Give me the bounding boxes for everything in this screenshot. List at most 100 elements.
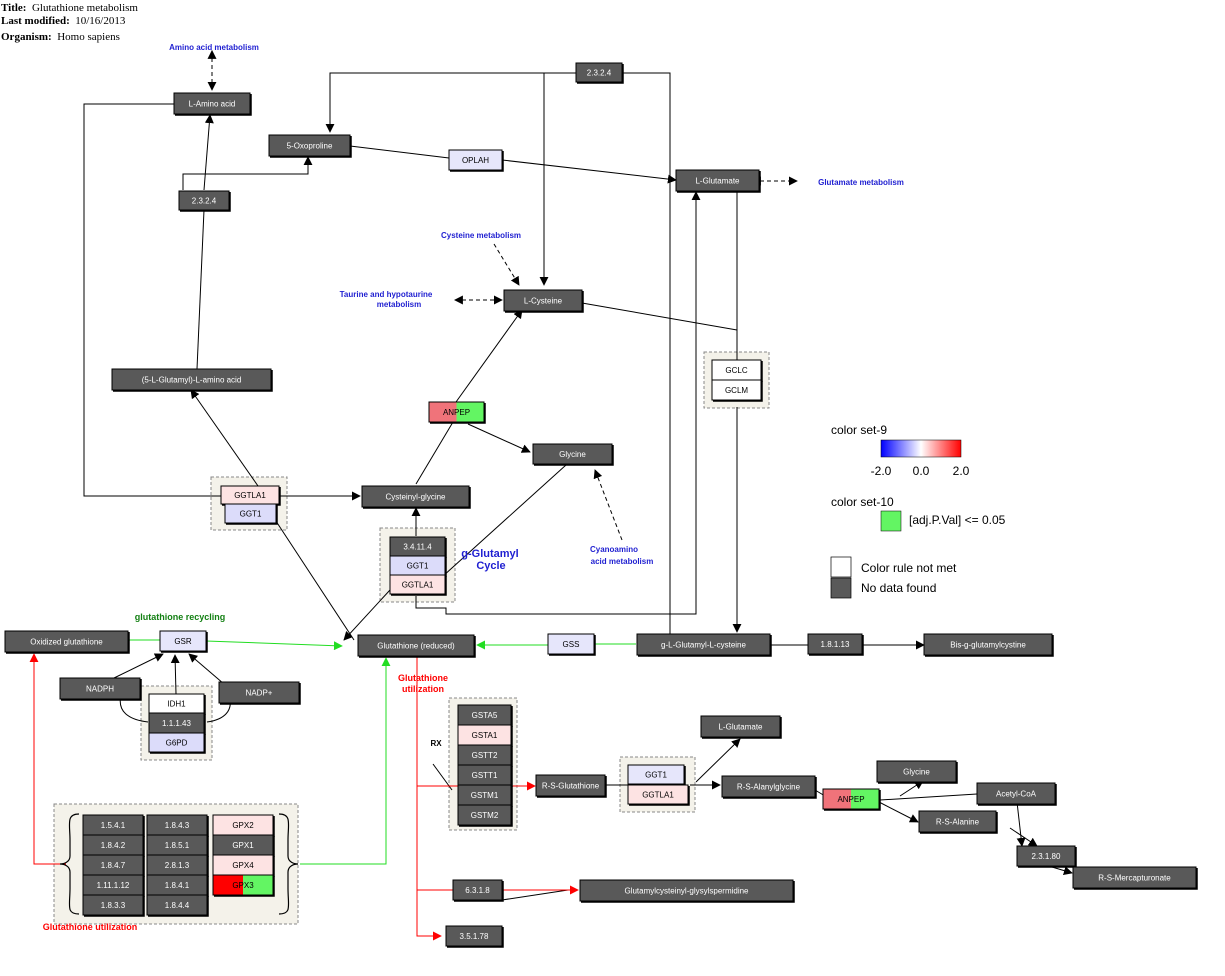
black-edges (83, 72, 1073, 901)
metabolite-l-glutamate-top[interactable]: L-Glutamate (675, 169, 761, 193)
metabolite-glutathione-reduced-label: Glutathione (reduced) (377, 642, 455, 651)
gene-gsr-box (159, 630, 207, 652)
gene-util-col2-3[interactable]: 1.8.4.1 (146, 874, 209, 897)
title-value: Glutathione metabolism (31, 2, 138, 14)
gene-util-col3-3[interactable]: GPX3 (212, 874, 275, 897)
metabolite-nadp[interactable]: NADP+ (218, 681, 301, 705)
metabolite-g-glutamyl-cysteine[interactable]: g-L-Glutamyl-L-cysteine (636, 633, 772, 657)
gene-ggt1-low[interactable]: GGT1 (627, 764, 686, 786)
gene-ec-2-3-2-4-top[interactable]: 2.3.2.4 (575, 62, 624, 84)
amino-acid-metabolism-link[interactable]: Amino acid metabolism (169, 43, 259, 52)
organism-label: Organism: (1, 31, 52, 43)
legend-set10-rule: [adj.P.Val] <= 0.05 (909, 513, 1006, 527)
metabolite-glycine-low-label: Glycine (903, 768, 930, 777)
gene-oplah[interactable]: OPLAH (448, 149, 504, 172)
gene-util-col1-0[interactable]: 1.5.4.1 (82, 814, 145, 837)
gene-util-col3-2[interactable]: GPX4 (212, 854, 275, 877)
gene-ggt1-mid[interactable]: GGT1 (389, 555, 447, 577)
cyanoamino-link-line1[interactable]: Cyanoamino (590, 545, 638, 554)
gene-util-col1-4[interactable]: 1.8.3.3 (82, 894, 145, 917)
metabolite-g-glutamyl-cysteine-label: g-L-Glutamyl-L-cysteine (661, 641, 746, 650)
gene-gstt1[interactable]: GSTT1 (457, 764, 513, 787)
gene-ggtla1-low[interactable]: GGTLA1 (627, 784, 690, 806)
metabolite-5-oxoproline[interactable]: 5-Oxoproline (268, 134, 352, 158)
taurine-link-line2[interactable]: metabolism (377, 300, 421, 309)
gene-util-col1-2-label: 1.8.4.7 (101, 861, 126, 870)
metabolite-5-oxoproline-shadow (270, 136, 352, 158)
gene-util-col1-3[interactable]: 1.11.1.12 (82, 874, 145, 897)
metabolite-l-glutamate-low[interactable]: L-Glutamate (700, 715, 782, 739)
metabolite-cysteinyl-glycine[interactable]: Cysteinyl-glycine (361, 485, 471, 509)
gene-ec-2-3-2-4-left[interactable]: 2.3.2.4 (178, 190, 231, 212)
metabolite-r-s-alanine-box (918, 810, 997, 833)
metabolite-r-s-mercapturonate[interactable]: R-S-Mercapturonate (1072, 866, 1198, 890)
taurine-link-line1[interactable]: Taurine and hypotaurine (340, 290, 433, 299)
gene-util-col3-1[interactable]: GPX1 (212, 834, 275, 857)
metabolite-glycine-mid[interactable]: Glycine (532, 443, 614, 466)
gene-util-col2-3-label: 1.8.4.1 (165, 881, 190, 890)
gene-g6pd-shadow (150, 734, 206, 754)
gene-ec-3-4-11-4[interactable]: 3.4.11.4 (389, 536, 447, 558)
metabolite-glycine-low[interactable]: Glycine (876, 760, 958, 784)
gene-ggt1-left[interactable]: GGT1 (224, 503, 278, 525)
metabolite-glutathione-reduced[interactable]: Glutathione (reduced) (357, 634, 476, 658)
metabolite-r-s-alanylglycine[interactable]: R-S-Alanylglycine (721, 775, 817, 799)
gene-idh1[interactable]: IDH1 (148, 693, 206, 715)
gene-util-col2-2[interactable]: 2.8.1.3 (146, 854, 209, 877)
gene-anpep-low[interactable]: ANPEP (822, 788, 881, 811)
gene-gclm[interactable]: GCLM (711, 379, 763, 402)
gene-ec-6-3-1-8-shadow (454, 881, 504, 902)
metabolite-l-amino-acid[interactable]: L-Amino acid (173, 92, 252, 116)
gene-gstt2[interactable]: GSTT2 (457, 744, 513, 767)
cysteine-metabolism-link[interactable]: Cysteine metabolism (441, 231, 521, 240)
gene-util-col3-2-label: GPX4 (232, 861, 254, 870)
glutamate-metabolism-link[interactable]: Glutamate metabolism (818, 178, 904, 187)
gene-util-col1-0-label: 1.5.4.1 (101, 821, 126, 830)
gene-ec-2-3-1-80-box (1016, 845, 1076, 867)
metabolite-bis-g-glutamylcystine[interactable]: Bis-g-glutamylcystine (923, 633, 1054, 657)
gene-ggtla1-left[interactable]: GGTLA1 (220, 485, 281, 506)
gene-ec-1-8-1-13[interactable]: 1.8.1.13 (807, 633, 864, 656)
metabolite-glutamyl-amino-acid-shadow (113, 370, 273, 392)
metabolite-glutamyl-amino-acid[interactable]: (5-L-Glutamyl)-L-amino acid (111, 368, 273, 392)
metabolite-l-cysteine[interactable]: L-Cysteine (503, 289, 584, 313)
gene-util-col1-2[interactable]: 1.8.4.7 (82, 854, 145, 877)
gene-util-col3-0[interactable]: GPX2 (212, 814, 275, 837)
red-edges (29, 650, 579, 941)
gene-g6pd[interactable]: G6PD (148, 732, 206, 754)
metabolite-glutamylcysteinyl-spermidine[interactable]: Glutamylcysteinyl-glysylspermidine (579, 879, 795, 903)
gene-ggt1-left-label: GGT1 (240, 510, 262, 519)
gene-gclc[interactable]: GCLC (711, 359, 763, 382)
gene-ec-6-3-1-8[interactable]: 6.3.1.8 (452, 879, 504, 902)
metabolite-nadph[interactable]: NADPH (59, 677, 142, 701)
gene-gss[interactable]: GSS (547, 633, 596, 656)
legend-tick-max: 2.0 (953, 464, 970, 478)
metabolite-r-s-alanine[interactable]: R-S-Alanine (918, 810, 998, 834)
gene-ec-3-5-1-78[interactable]: 3.5.1.78 (445, 925, 504, 948)
cyanoamino-link-line2[interactable]: acid metabolism (591, 557, 654, 566)
gene-gsta1[interactable]: GSTA1 (457, 724, 513, 747)
gene-util-col2-4-shadow (148, 896, 209, 917)
metabolite-glycine-mid-box (532, 443, 613, 465)
gene-ggtla1-mid[interactable]: GGTLA1 (389, 574, 447, 596)
gene-util-col1-1[interactable]: 1.8.4.2 (82, 834, 145, 857)
gene-anpep-mid[interactable]: ANPEP (428, 401, 486, 424)
gene-gsta5[interactable]: GSTA5 (457, 704, 513, 727)
gene-gsr[interactable]: GSR (159, 630, 208, 653)
gene-ec-3-5-1-78-box (445, 925, 503, 947)
metabolite-oxidized-glutathione[interactable]: Oxidized glutathione (4, 630, 130, 654)
header-modified: Last modified: 10/16/2013 (1, 15, 125, 27)
gene-util-col2-0[interactable]: 1.8.4.3 (146, 814, 209, 837)
gene-ec-2-3-1-80[interactable]: 2.3.1.80 (1016, 845, 1077, 868)
gene-util-col2-4[interactable]: 1.8.4.4 (146, 894, 209, 917)
metabolite-l-glutamate-low-box (700, 715, 781, 738)
metabolite-acetyl-coa[interactable]: Acetyl-CoA (976, 782, 1057, 806)
gene-gstm2-box (457, 804, 512, 826)
gene-util-col2-1[interactable]: 1.8.5.1 (146, 834, 209, 857)
metabolite-nadp-box (218, 681, 300, 704)
gene-gstm2[interactable]: GSTM2 (457, 804, 513, 827)
metabolite-r-s-glutathione[interactable]: R-S-Glutathione (535, 774, 607, 798)
gene-ec-1-1-1-43[interactable]: 1.1.1.43 (148, 712, 206, 735)
gene-gsr-shadow (161, 632, 208, 653)
gene-gstm1[interactable]: GSTM1 (457, 784, 513, 807)
